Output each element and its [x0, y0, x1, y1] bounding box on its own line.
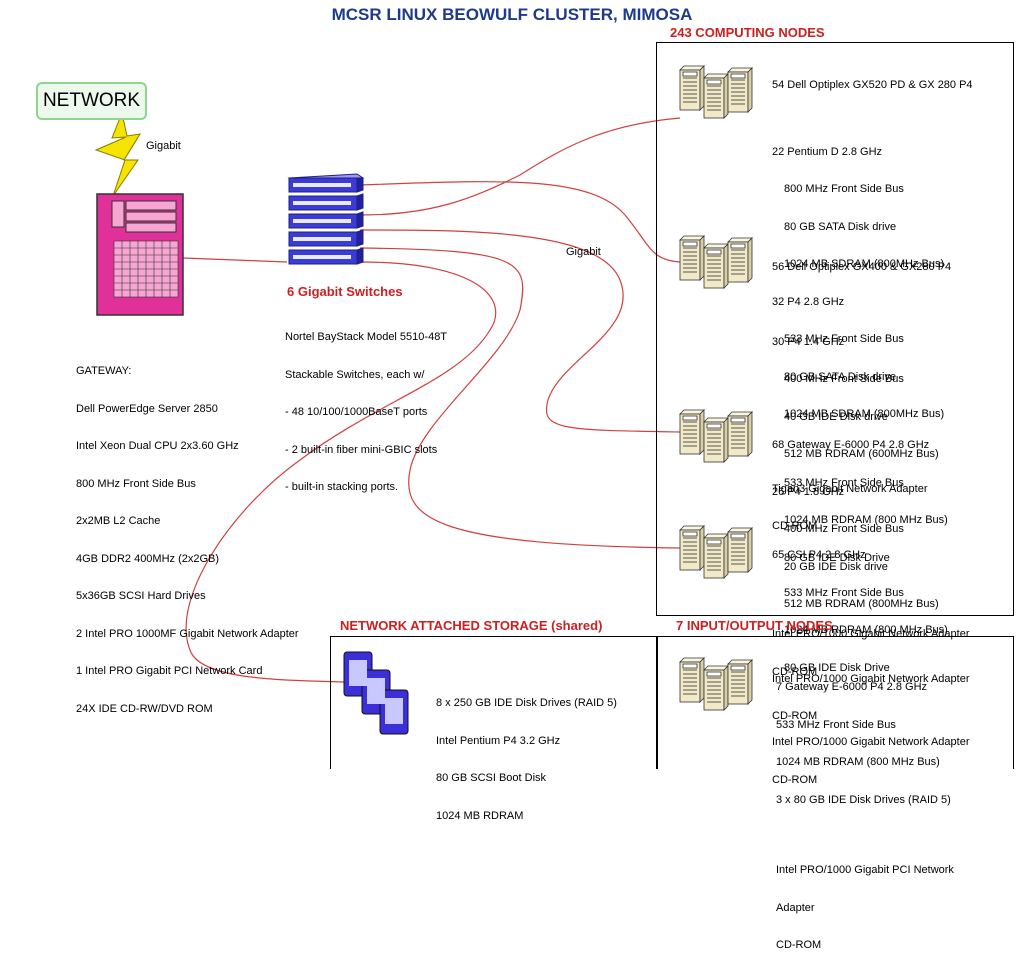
storage-box [330, 636, 658, 769]
storage-line: Intel Pentium P4 3.2 GHz [436, 734, 561, 747]
computer-towers-icon [679, 409, 753, 463]
switches-line: - 48 10/100/1000BaseT ports [285, 406, 428, 418]
node-footer: CD-ROM [772, 520, 818, 532]
computer-towers-icon [679, 65, 753, 119]
switches-line: - built-in stacking ports. [285, 481, 399, 493]
computer-towers-icon [679, 657, 753, 711]
node-spec: 22 Pentium D 2.8 GHz [772, 145, 883, 158]
cable-switch-node-group-3 [359, 229, 681, 433]
node-spec: 533 MHz Front Side Bus [784, 476, 904, 489]
node-group-2: 56 Dell Optiplex GX400 & GX280 P4 30 P4 … [772, 236, 970, 735]
switches-line: Stackable Switches, each w/ [285, 368, 425, 381]
switches-heading: 6 Gigabit Switches [287, 284, 403, 299]
io-line: 533 MHz Front Side Bus [776, 718, 896, 731]
gateway-line: GATEWAY: [76, 365, 132, 377]
io-line: 7 Gateway E-6000 P4 2.8 GHz [776, 681, 928, 693]
node-spec: 26 P4 1.8 GHz [772, 485, 845, 498]
network-bubble: NETWORK [36, 82, 147, 120]
node-spec: 400 MHz Front Side Bus [784, 523, 904, 535]
io-line: 1024 MB RDRAM (800 MHz Bus) [776, 756, 940, 768]
cable-switch-storage [185, 261, 497, 683]
diagram-title: MCSR LINUX BEOWULF CLUSTER, MIMOSA [331, 5, 693, 24]
node-spec: 80 GB IDE Disk Drive [784, 661, 890, 674]
node-footer: Intel PRO/1000 Gigabit Network Adapter [772, 736, 970, 748]
storage-specs: 8 x 250 GB IDE Disk Drives (RAID 5) Inte… [436, 672, 617, 835]
node-spec: 32 P4 2.8 GHz [772, 295, 845, 308]
storage-line: 80 GB SCSI Boot Disk [436, 772, 547, 784]
node-group-3: 68 Gateway E-6000 P4 2.8 GHz 533 MHz Fro… [772, 414, 970, 691]
node-spec: 800 MHz Front Side Bus [784, 183, 904, 195]
gateway-specs: GATEWAY: Dell PowerEdge Server 2850 Inte… [76, 340, 299, 728]
switches-line: Nortel BayStack Model 5510-48T [285, 331, 448, 343]
node-spec: 512 MB RDRAM (600MHz Bus) [784, 448, 939, 460]
io-footer: Adapter [776, 901, 815, 914]
node-spec: 533 MHz Front Side Bus [784, 333, 904, 345]
network-cables [94, 111, 681, 683]
node-group-title: 56 Dell Optiplex GX400 & GX280 P4 [772, 261, 952, 273]
switches-link-label: Gigabit [566, 246, 601, 258]
io-nodes-heading: 7 INPUT/OUTPUT NODES [676, 618, 833, 633]
network-link-label: Gigabit [146, 140, 181, 152]
gateway-line: 2 Intel PRO 1000MF Gigabit Network Adapt… [76, 627, 299, 640]
io-footer: Intel PRO/1000 Gigabit PCI Network [776, 864, 954, 876]
node-footer: CD-ROM [772, 665, 818, 678]
gateway-line: 2x2MB L2 Cache [76, 515, 161, 527]
computer-towers-icon [679, 525, 753, 579]
computer-towers-icon [679, 235, 753, 289]
gateway-line: 5x36GB SCSI Hard Drives [76, 590, 206, 602]
cable-gateway-switch [182, 257, 288, 263]
node-spec: 1024 MB SDRAM (800MHz Bus) [784, 408, 945, 420]
gateway-server-icon [96, 193, 184, 316]
switches-specs: Nortel BayStack Model 5510-48T Stackable… [285, 306, 447, 506]
storage-line: 8 x 250 GB IDE Disk Drives (RAID 5) [436, 697, 617, 709]
gateway-line: Dell PowerEdge Server 2850 [76, 402, 218, 415]
node-footer: CD-ROM [772, 710, 818, 722]
node-spec: 1024 MB RDRAM (800 MHz Bus) [784, 624, 948, 636]
node-spec: 80 GB IDE Disk Drive [784, 551, 890, 564]
cable-switch-node-group-2 [359, 181, 681, 263]
gateway-line: 1 Intel PRO Gigabit PCI Network Card [76, 665, 263, 677]
node-spec: 40 GB IDE Disk drive [784, 410, 888, 423]
node-footer: Tigan3 Gigabit Network Adapter [772, 482, 928, 495]
switches-line: - 2 built-in fiber mini-GBIC slots [285, 443, 438, 456]
computing-nodes-heading: 243 COMPUTING NODES [670, 25, 825, 40]
switch-stack-icon [287, 173, 365, 265]
io-footer: CD-ROM [776, 939, 822, 951]
io-line: 3 x 80 GB IDE Disk Drives (RAID 5) [776, 793, 951, 806]
gateway-line: 24X IDE CD-RW/DVD ROM [76, 702, 213, 715]
storage-disks-icon [343, 651, 409, 735]
cable-switch-node-group-1 [359, 117, 681, 216]
node-spec: 1024 MB SDRAM (800MHz Bus) [784, 258, 945, 270]
storage-line: 1024 MB RDRAM [436, 809, 524, 822]
node-spec: 80 GB SATA Disk drive [784, 220, 897, 233]
gateway-line: 4GB DDR2 400MHz (2x2GB) [76, 552, 220, 565]
cable-switch-node-group-4 [359, 247, 681, 549]
node-spec: 1024 MB RDRAM (800 MHz Bus) [784, 514, 948, 526]
gateway-line: 800 MHz Front Side Bus [76, 477, 196, 490]
io-specs: 7 Gateway E-6000 P4 2.8 GHz 533 MHz Fron… [776, 656, 954, 964]
storage-heading: NETWORK ATTACHED STORAGE (shared) [340, 618, 603, 633]
node-group-title: 54 Dell Optiplex GX520 PD & GX 280 P4 [772, 79, 973, 91]
node-spec: 80 GB SATA Disk drive [784, 370, 897, 383]
node-footer: Intel PRO/1000 Gigabit Network Adapter [772, 672, 970, 685]
node-footer: Intel PRO/1000 Gigabit Network Adapter [772, 628, 970, 640]
node-group-title: 65 CSI P4 2.8 GHz [772, 549, 866, 561]
node-spec: 512 MB RDRAM (800MHz Bus) [784, 598, 939, 610]
node-spec: 20 GB IDE Disk drive [784, 560, 888, 573]
node-spec: 400 MHz Front Side Bus [784, 373, 904, 385]
node-spec: 533 MHz Front Side Bus [784, 586, 904, 599]
computing-nodes-box [656, 42, 1014, 616]
node-group-1: 54 Dell Optiplex GX520 PD & GX 280 P4 22… [772, 54, 973, 545]
lightning-bolt-icon [94, 111, 141, 197]
node-spec: 30 P4 1.4 GHz [772, 335, 845, 348]
gateway-line: Intel Xeon Dual CPU 2x3.60 GHz [76, 440, 239, 452]
io-nodes-box [656, 636, 1014, 769]
node-group-title: 68 Gateway E-6000 P4 2.8 GHz [772, 439, 930, 451]
